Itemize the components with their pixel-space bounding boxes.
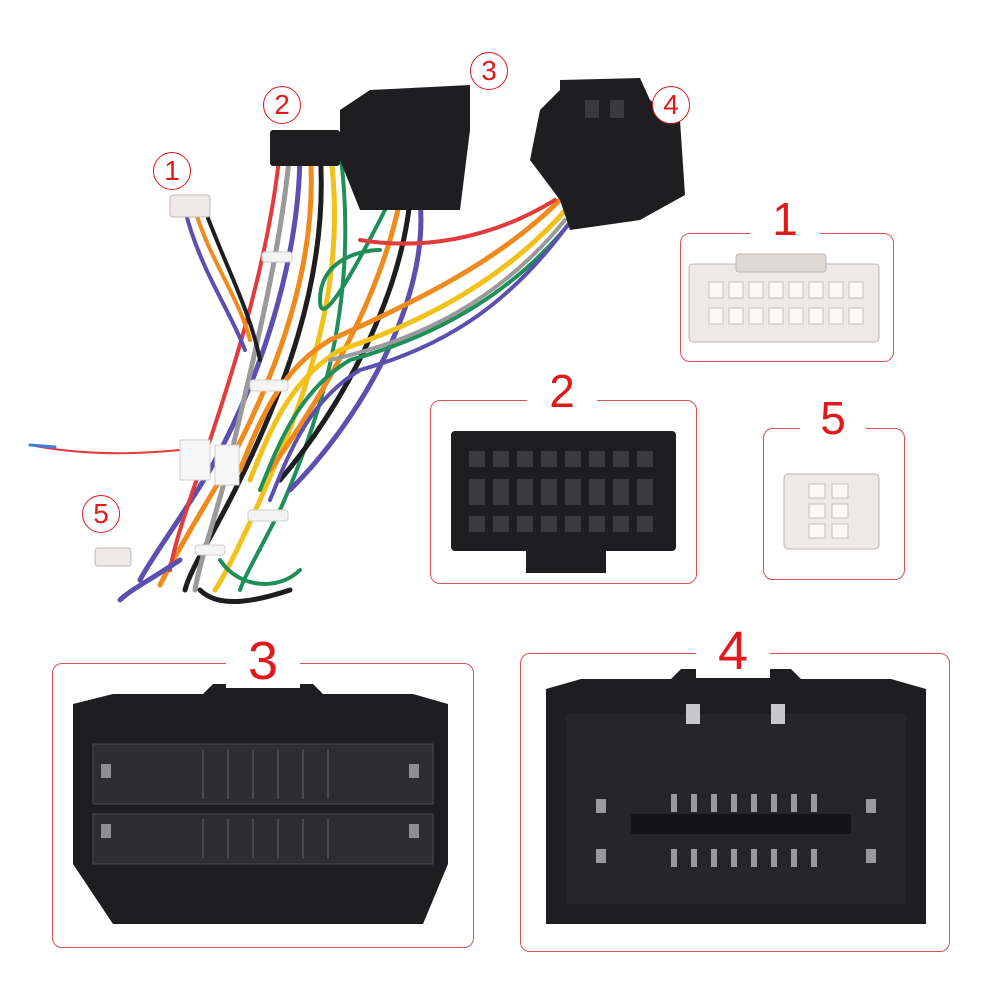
harness-label-2: 2 xyxy=(263,86,301,124)
connector-3-image xyxy=(73,684,448,924)
connector-3-panel xyxy=(52,663,474,948)
harness-label-1: 1 xyxy=(153,152,191,190)
connector-5-image xyxy=(783,473,880,550)
connector-4-panel xyxy=(520,653,950,952)
connector-1-panel xyxy=(680,233,894,362)
connector-2-image xyxy=(451,431,676,573)
harness-label-5: 5 xyxy=(82,495,120,533)
panel-label-1: 1 xyxy=(750,196,820,242)
panel-label-3: 3 xyxy=(226,634,300,688)
connector-5-panel xyxy=(763,428,905,580)
panel-label-2: 2 xyxy=(527,368,597,414)
panel-label-5: 5 xyxy=(800,395,866,441)
harness-label-4: 4 xyxy=(652,86,690,124)
connector-1-image xyxy=(688,253,880,343)
panel-label-4: 4 xyxy=(696,624,770,678)
connector-4-image xyxy=(546,669,926,924)
harness-label-3: 3 xyxy=(470,52,508,90)
connector-2-panel xyxy=(430,400,697,584)
